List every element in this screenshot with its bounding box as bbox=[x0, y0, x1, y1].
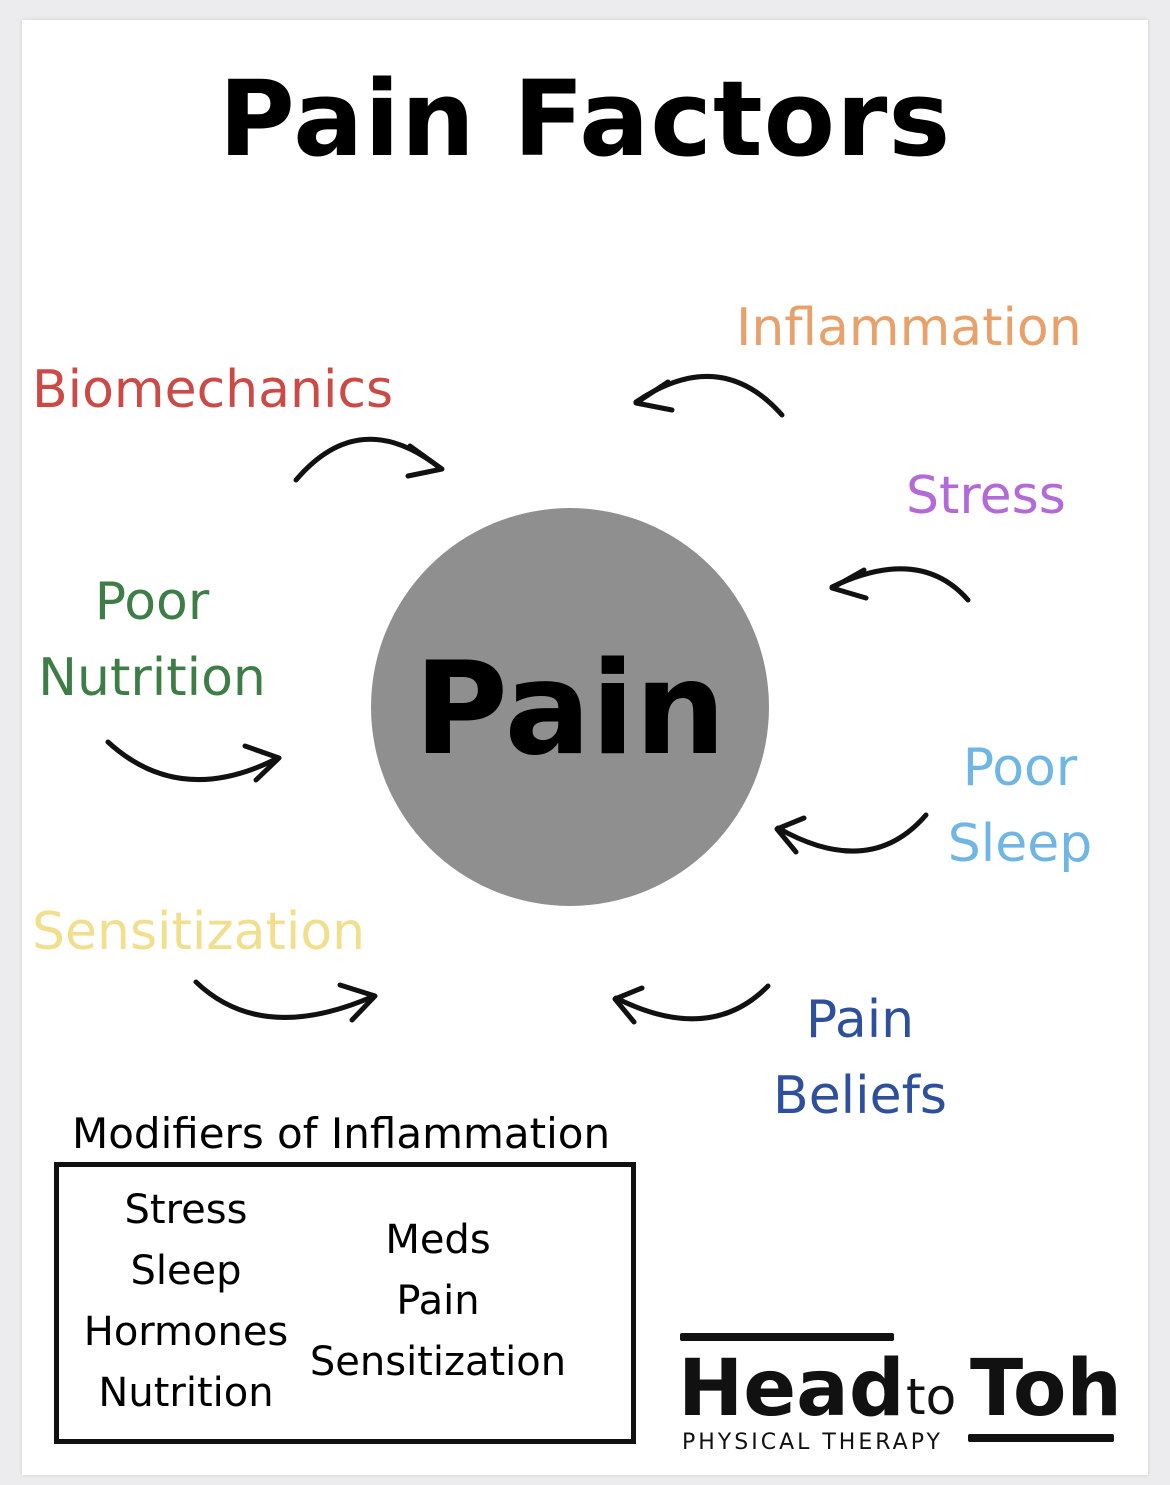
factor-stress: Stress bbox=[906, 466, 1066, 526]
pain-circle-label: Pain bbox=[414, 635, 726, 784]
modifiers-box bbox=[54, 1162, 636, 1444]
logo-top-bar bbox=[680, 1333, 894, 1341]
page-title: Pain Factors bbox=[218, 58, 952, 180]
modifier-item: Sensitization bbox=[309, 1339, 567, 1385]
pain-circle bbox=[371, 508, 769, 906]
factor-pain-beliefs-line1: Pain bbox=[805, 990, 915, 1050]
logo-to: to bbox=[906, 1368, 957, 1426]
logo-toh: Toh bbox=[970, 1344, 1122, 1434]
factor-sensitization: Sensitization bbox=[32, 902, 366, 962]
arrow-pain-beliefs bbox=[612, 983, 771, 1025]
factor-pain-beliefs-line2: Beliefs bbox=[773, 1066, 947, 1126]
arrow-stress bbox=[829, 566, 971, 603]
modifier-item: Sleep bbox=[130, 1248, 242, 1294]
factor-pain-beliefs: Pain Beliefs bbox=[770, 982, 950, 1134]
logo-bottom-bar bbox=[968, 1434, 1114, 1442]
modifier-item: Stress bbox=[124, 1187, 248, 1233]
modifiers-right-list: Meds Pain Sensitization bbox=[300, 1210, 576, 1393]
factor-poor-nutrition-line1: Poor bbox=[94, 572, 210, 632]
factor-biomechanics: Biomechanics bbox=[32, 360, 394, 420]
modifier-item: Pain bbox=[396, 1278, 480, 1324]
logo-head: Head bbox=[678, 1344, 905, 1434]
factor-poor-sleep: Poor Sleep bbox=[940, 730, 1100, 882]
modifier-item: Nutrition bbox=[98, 1370, 274, 1416]
arrow-poor-sleep bbox=[774, 812, 929, 855]
factor-poor-sleep-line2: Sleep bbox=[947, 814, 1093, 874]
modifier-item: Hormones bbox=[83, 1309, 289, 1355]
modifiers-title: Modifiers of Inflammation bbox=[72, 1109, 611, 1158]
factor-poor-sleep-line1: Poor bbox=[962, 738, 1078, 798]
factor-poor-nutrition: Poor Nutrition bbox=[32, 564, 272, 716]
modifier-item: Meds bbox=[385, 1217, 491, 1263]
arrow-poor-nutrition bbox=[105, 739, 282, 783]
modifiers-left-list: Stress Sleep Hormones Nutrition bbox=[76, 1180, 296, 1424]
arrow-inflammation bbox=[633, 373, 785, 418]
arrow-biomechanics bbox=[293, 436, 445, 483]
logo-subtitle: PHYSICAL THERAPY bbox=[682, 1430, 943, 1455]
arrow-sensitization bbox=[193, 979, 378, 1023]
factor-inflammation: Inflammation bbox=[736, 298, 1082, 358]
factor-poor-nutrition-line2: Nutrition bbox=[38, 648, 266, 708]
